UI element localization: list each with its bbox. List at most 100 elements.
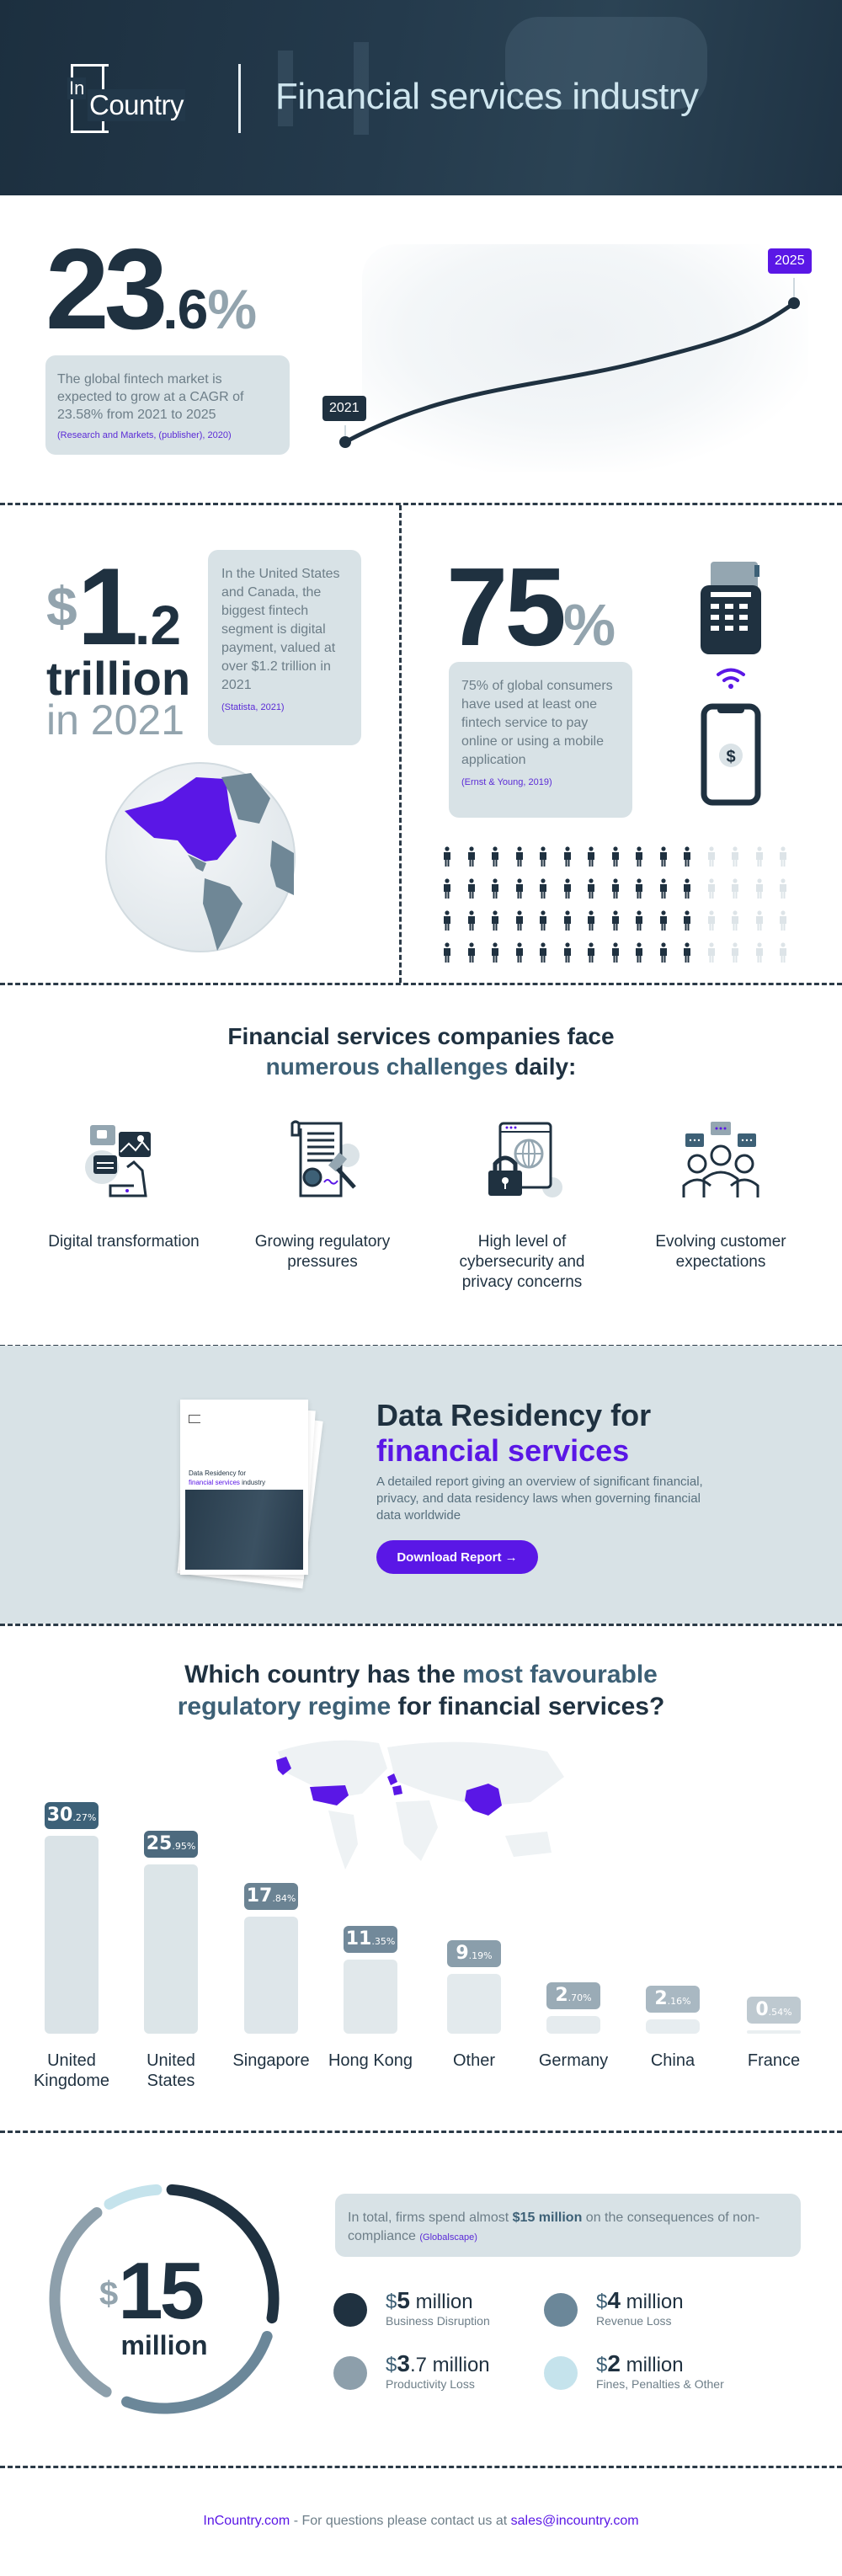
section-divider: [0, 1624, 842, 1626]
payment-year: in 2021: [46, 696, 185, 744]
person-icon: [754, 878, 779, 903]
challenge-label: Digital transformation: [48, 1233, 200, 1251]
compliance-note-bold: $15 million: [512, 2211, 583, 2225]
person-icon: [706, 910, 731, 935]
bar-category-label: France: [747, 2051, 801, 2070]
person-icon: [778, 846, 802, 871]
section-divider: [0, 983, 842, 985]
regulatory-chart-title: Which country has the most favourable re…: [0, 1659, 842, 1723]
report-cover-title-line1: Data Residency for: [189, 1469, 247, 1477]
person-icon: [442, 910, 466, 935]
bar-value-label: 11.35%: [344, 1925, 397, 1953]
person-icon: [538, 878, 562, 903]
consumer-value: 75: [446, 545, 567, 669]
report-description: A detailed report giving an overview of …: [376, 1475, 703, 1523]
chart-title-highlight: regulatory regime: [177, 1693, 392, 1720]
person-icon: [466, 910, 491, 935]
person-icon: [706, 878, 731, 903]
legend-currency: $: [386, 2354, 397, 2376]
footer-text: - For questions please contact us at: [290, 2514, 511, 2528]
website-link[interactable]: InCountry.com: [203, 2514, 290, 2528]
person-icon: [562, 846, 587, 871]
download-report-button[interactable]: Download Report →: [376, 1540, 538, 1574]
currency-sign: $: [99, 2275, 119, 2312]
person-icon: [442, 878, 466, 903]
compliance-note-text: on the consequences of non-compliance: [348, 2211, 760, 2243]
legend-dot: [544, 2293, 578, 2327]
report-title-line2: financial services: [376, 1433, 630, 1468]
person-icon: [538, 846, 562, 871]
challenges-title-line1: Financial services companies face: [227, 1023, 615, 1049]
compliance-source[interactable]: (Globalscape): [419, 2232, 477, 2243]
report-cover-title-highlight: financial services: [189, 1479, 240, 1486]
cagr-note: The global fintech market is expected to…: [45, 355, 290, 455]
bar-value-label: 2.70%: [546, 1982, 600, 2010]
consumer-source[interactable]: (Ernst & Young, 2019): [461, 777, 552, 787]
digital-transformation-icon: [85, 1125, 151, 1197]
person-icon: [442, 942, 466, 967]
person-icon: [586, 878, 610, 903]
chart-title-part: Which country has the: [184, 1661, 463, 1688]
compliance-total-value: 15: [118, 2246, 205, 2336]
legend-unit: .7 million: [409, 2354, 490, 2376]
bar-category-label: Germany: [538, 2051, 609, 2070]
cagr-percent-sign: %: [207, 278, 258, 340]
person-icon: [778, 910, 802, 935]
cybersecurity-lock-icon: [488, 1122, 562, 1197]
person-icon: [706, 846, 731, 871]
currency-sign: $: [46, 575, 77, 637]
legend-amount: 2: [607, 2350, 621, 2376]
person-icon: [562, 942, 587, 967]
legend-dot: [544, 2356, 578, 2390]
legend-fines-penalties: $2 million Fines, Penalties & Other: [544, 2352, 763, 2394]
world-map-highlighted-icon: [276, 1740, 564, 1869]
bar-value-label: 30.27%: [45, 1802, 99, 1829]
cagr-source[interactable]: (Research and Markets, (publisher), 2020…: [57, 430, 232, 440]
world-map-background: [362, 244, 808, 472]
footer: InCountry.com - For questions please con…: [0, 2514, 842, 2529]
payment-source[interactable]: (Statista, 2021): [221, 702, 285, 712]
person-icon: [778, 878, 802, 903]
person-icon: [610, 878, 635, 903]
bar: [646, 2019, 700, 2034]
person-icon: [658, 910, 683, 935]
legend-revenue-loss: $4 million Revenue Loss: [544, 2289, 763, 2331]
cagr-frac: .6: [163, 278, 208, 340]
challenge-digital-transformation: Digital transformation: [40, 1120, 208, 1252]
bar: [144, 1864, 198, 2034]
page-title: Financial services industry: [275, 76, 699, 117]
email-link[interactable]: sales@incountry.com: [510, 2514, 639, 2528]
person-icon: [514, 942, 539, 967]
bar: [244, 1917, 298, 2034]
person-icon: [610, 846, 635, 871]
challenge-label: High level of cybersecurity and privacy …: [459, 1233, 585, 1291]
challenge-regulatory-pressures: Growing regulatory pressures: [238, 1120, 407, 1272]
report-promo: Data Residency for financial services in…: [0, 1346, 842, 1624]
svg-text:$: $: [726, 748, 735, 766]
bar-category-label: Hong Kong: [328, 2051, 413, 2070]
bar: [747, 2029, 801, 2034]
year-tag-2021: 2021: [322, 396, 366, 421]
person-icon: [682, 878, 706, 903]
bar-category-label: United States: [147, 2051, 195, 2090]
legend-caption: Fines, Penalties & Other: [596, 2377, 724, 2391]
person-icon: [514, 910, 539, 935]
incountry-logo[interactable]: In Country: [67, 64, 205, 133]
logo-country-text: Country: [88, 89, 186, 121]
person-icon: [706, 942, 731, 967]
contactless-wifi-icon: [717, 668, 745, 689]
person-icon: [514, 846, 539, 871]
background-chart-shape: [505, 17, 707, 109]
legend-currency: $: [386, 2291, 397, 2313]
bar-value-label: 9.19%: [447, 1939, 501, 1967]
report-cover[interactable]: Data Residency for financial services in…: [180, 1400, 308, 1575]
report-title: Data Residency for financial services: [376, 1398, 651, 1469]
bar-value-label: 0.54%: [747, 1996, 801, 2024]
person-icon: [682, 942, 706, 967]
person-icon: [514, 878, 539, 903]
person-icon: [730, 878, 754, 903]
bar-category-label: United Kingdome: [33, 2051, 110, 2090]
legend-currency: $: [596, 2291, 608, 2313]
person-icon: [466, 878, 491, 903]
person-icon: [682, 846, 706, 871]
